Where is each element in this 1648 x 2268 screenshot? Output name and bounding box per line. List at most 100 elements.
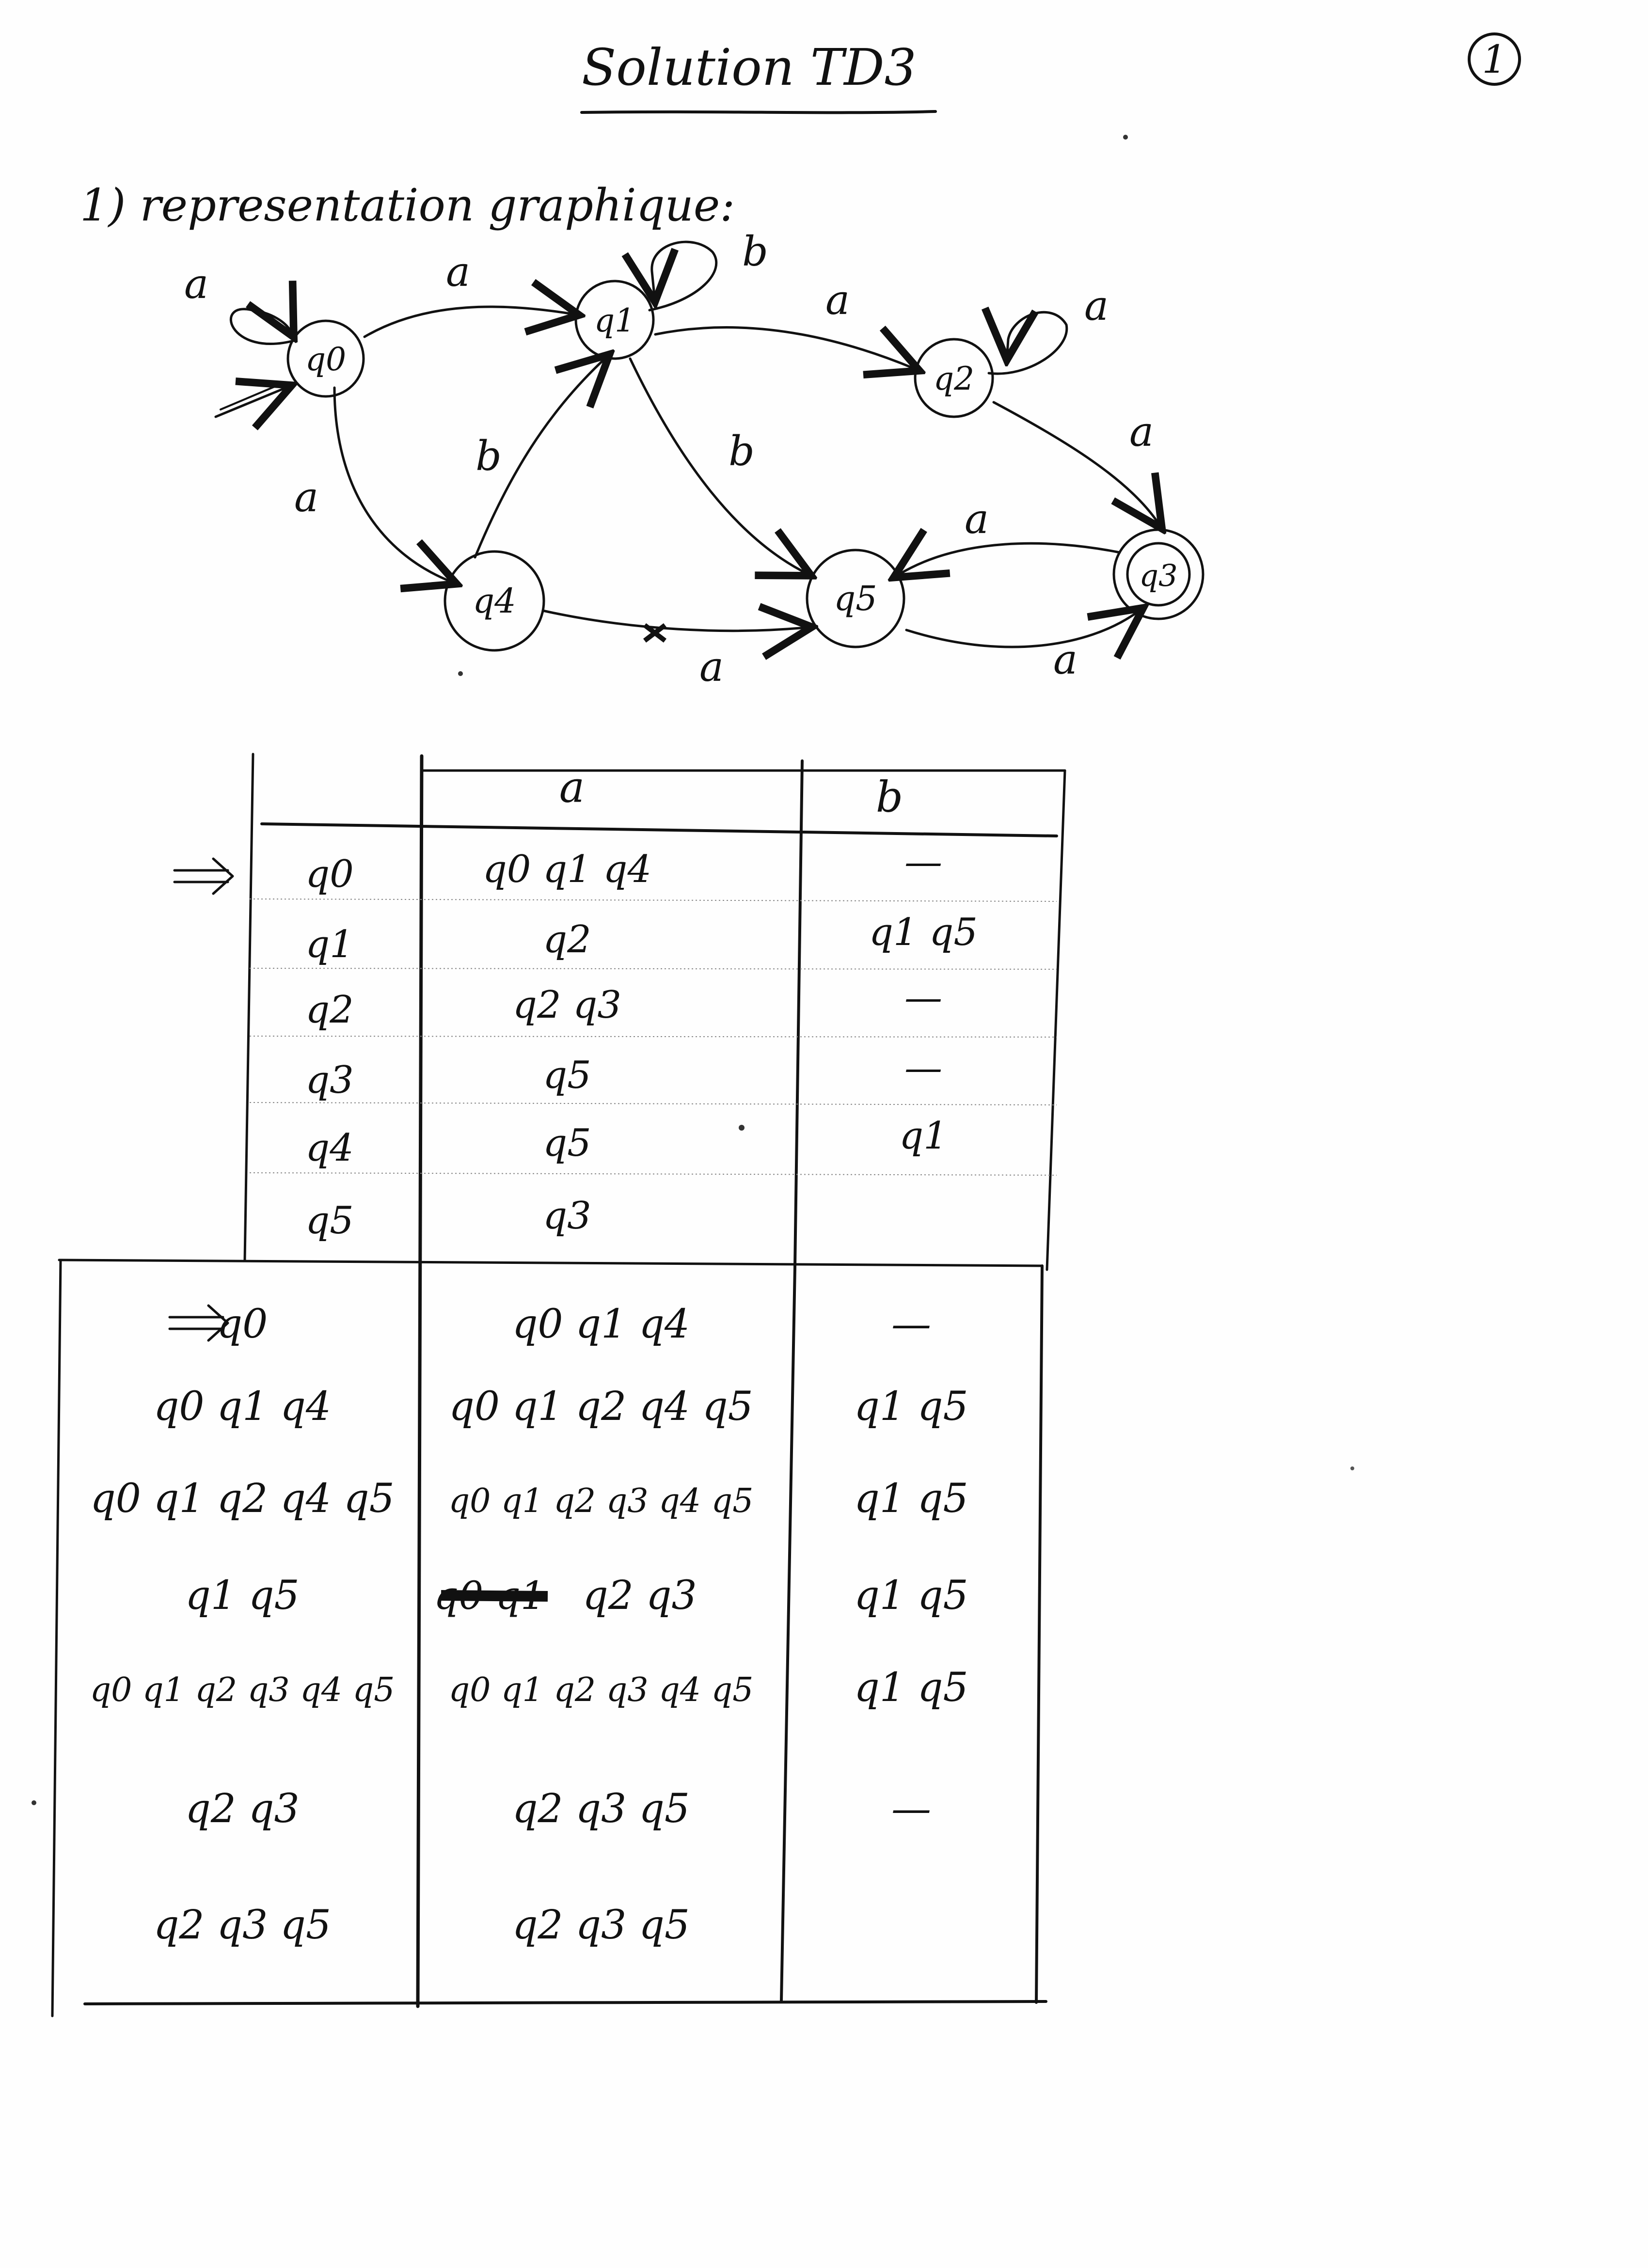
table1-state-cell: q0: [305, 852, 354, 896]
table1-a-cell: q3: [543, 1194, 591, 1238]
edge-q2-q3: [992, 401, 1158, 523]
edge-q5-q3: [905, 612, 1138, 647]
table1-state-cell: q5: [305, 1199, 354, 1243]
edge-q4-q1: [474, 359, 605, 559]
table1-right-rule: [1046, 769, 1066, 1271]
table1-a-cell: q2 q3: [513, 983, 621, 1027]
table1-b-cell: q1 q5: [869, 911, 978, 954]
state-circle-q3-outer: [1112, 528, 1204, 620]
state-circle-q0: [286, 319, 365, 398]
table1-header-a: a: [559, 762, 585, 812]
state-circle-q4: [444, 550, 545, 652]
strikethrough-mark: [441, 1590, 548, 1602]
table2-b-cell: —: [891, 1301, 931, 1347]
initial-state-arrow: [173, 857, 234, 895]
table1-row-rule-2: [249, 968, 1057, 970]
table1-a-cell: q5: [543, 1121, 591, 1165]
edge-q4-q5: [541, 611, 806, 631]
state-label-q4: q4: [473, 581, 516, 621]
state-label-q2: q2: [934, 360, 974, 397]
symbol-q0-q0: a: [184, 260, 208, 308]
edge-q1-q5: [629, 357, 806, 573]
table1-state-cell: q2: [305, 988, 354, 1032]
ink-speck: [739, 1125, 745, 1131]
state-circle-q1: [574, 280, 655, 360]
table1-col-rule-1: [416, 754, 424, 2008]
table1-a-cell: q2: [543, 918, 591, 961]
table1-header-b: b: [876, 772, 903, 822]
table1-b-cell: —: [904, 1046, 942, 1090]
table1-state-cell: q4: [305, 1126, 354, 1170]
symbol-q0-q4: a: [294, 473, 318, 521]
table2-state-cell: q0 q1 q2 q4 q5: [90, 1476, 395, 1522]
table1-a-cell: q0 q1 q4: [483, 848, 651, 891]
initial-arrow-q0: [214, 388, 286, 417]
determinized-table: [51, 1259, 1047, 2017]
table1-state-cell: q1: [305, 923, 354, 966]
table2-b-cell: —: [891, 1786, 931, 1832]
table1-b-cell: —: [904, 840, 942, 884]
table2-b-cell: q1 q5: [854, 1573, 968, 1619]
initial-arrow-q0-second-stroke: [220, 382, 285, 410]
table1-b-cell: —: [904, 976, 942, 1020]
table2-state-cell: q1 q5: [185, 1573, 299, 1619]
table1-row-rule-3: [249, 1036, 1057, 1038]
table2-b-cell: q1 q5: [854, 1476, 968, 1522]
table2-a-cell: q2 q3: [583, 1573, 697, 1619]
ink-blot: [643, 623, 667, 643]
page-title: Solution TD3: [582, 38, 917, 97]
table1-col-rule-2: [793, 759, 804, 1269]
edge-q2-q2: [989, 312, 1068, 375]
transition-table: a b: [243, 753, 1066, 2008]
table2-b-cell: q1 q5: [854, 1665, 968, 1711]
ink-speck: [32, 1800, 36, 1805]
symbol-q2-q2: a: [1084, 282, 1109, 330]
ink-speck: [458, 671, 463, 676]
edge-q0-q0: [229, 309, 296, 345]
table1-b-cell: q1: [899, 1114, 948, 1158]
state-label-q3: q3: [1139, 558, 1177, 593]
state-label-q1: q1: [594, 302, 635, 339]
state-label-q5: q5: [834, 579, 877, 618]
table2-a-cell: q2 q3 q5: [512, 1902, 690, 1948]
table2-b-cell: q1 q5: [854, 1384, 968, 1430]
table2-right-rule: [1035, 1264, 1044, 2004]
table1-row-rule-5: [249, 1172, 1057, 1176]
symbol-q0-q1: a: [446, 248, 470, 296]
table2-col-rule-2: [780, 1266, 796, 2002]
symbol-q1-q5: b: [729, 427, 755, 475]
edge-q1-q1: [650, 240, 718, 312]
title-underline: [580, 110, 937, 114]
table2-state-cell: q2 q3 q5: [154, 1902, 331, 1948]
table2-left-rule: [51, 1259, 62, 2017]
table2-state-cell: q0: [217, 1301, 268, 1347]
symbol-q5-q3: a: [1053, 636, 1078, 683]
table2-state-cell: q2 q3: [185, 1786, 299, 1832]
state-circle-q3-inner: [1126, 542, 1191, 607]
automaton-diagram: q0 q1 q2 q3 q4 q5 a a a b a b a a a b a …: [184, 228, 1204, 691]
symbol-q2-q3: a: [1129, 408, 1154, 456]
table2-a-cell: q0 q1 q2 q3 q4 q5: [449, 1671, 754, 1709]
edge-q3-q5: [899, 543, 1121, 574]
symbol-q3-q5: a: [965, 495, 989, 543]
table1-header-rule: [260, 822, 1058, 837]
table2-a-cell: q0 q1 q4: [512, 1301, 690, 1347]
page-number-circle: [1468, 32, 1521, 86]
initial-state-arrow: [168, 1304, 229, 1342]
table1-state-cell: q3: [305, 1058, 354, 1102]
ink-speck: [1123, 135, 1128, 140]
symbol-q4-q5: a: [699, 643, 724, 691]
table1-row-rule-1: [249, 898, 1057, 902]
table1-row-rule-4: [249, 1102, 1057, 1105]
symbol-q4-q1: b: [475, 432, 502, 480]
table2-state-cell: q0 q1 q4: [154, 1384, 331, 1430]
page-number: 1: [1482, 37, 1507, 82]
table2-top-rule: [58, 1259, 1044, 1267]
state-circle-q2: [914, 338, 994, 418]
determinized-table-rows: q0 q0 q1 q4 — q0 q1 q4 q0 q1 q2 q4 q5 q1 q5 q0…: [90, 1301, 968, 1948]
table1-left-rule: [243, 753, 254, 1261]
table2-a-cell: q0 q1 q2 q4 q5: [449, 1384, 753, 1430]
symbol-q1-q1: b: [742, 228, 768, 275]
table2-bottom-rule: [83, 2000, 1047, 2005]
